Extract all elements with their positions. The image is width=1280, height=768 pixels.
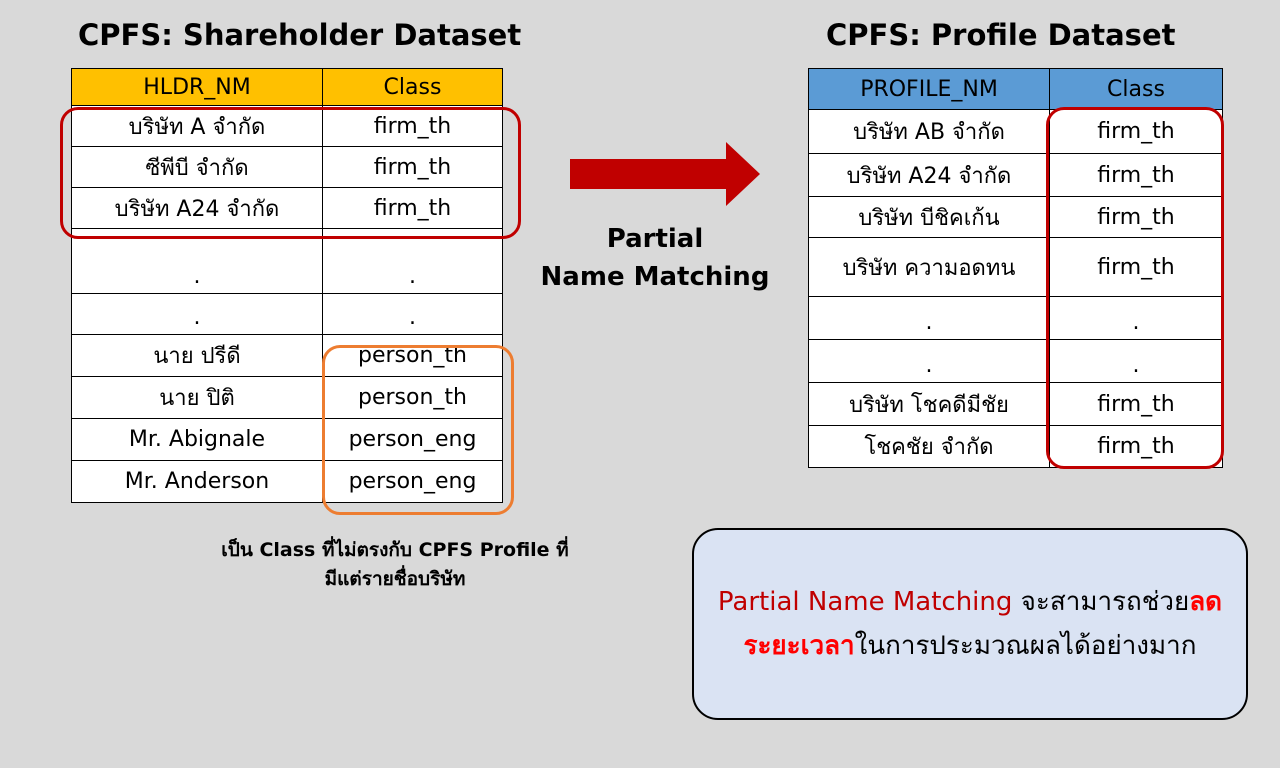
- table-row: บริษัท A จำกัด firm_th: [71, 105, 503, 147]
- table-row: บริษัท AB จำกัด firm_th: [808, 109, 1223, 154]
- column-header-class: Class: [322, 68, 503, 106]
- table-row: บริษัท โชคดีมีชัย firm_th: [808, 382, 1223, 426]
- table-row: . .: [808, 339, 1223, 383]
- ellipsis-cell: .: [322, 228, 503, 294]
- table-row: . .: [71, 293, 503, 335]
- name-cell: บริษัท A24 จำกัด: [808, 153, 1050, 197]
- table-row: บริษัท A24 จำกัด firm_th: [808, 153, 1223, 197]
- name-cell: บริษัท บีชิคเก้น: [808, 196, 1050, 238]
- summary-callout-text: Partial Name Matching จะสามารถช่วยลดระยะ…: [712, 580, 1228, 668]
- class-cell: person_eng: [322, 460, 503, 503]
- arrow-label: Partial Name Matching: [530, 220, 780, 296]
- table-row: นาย ปิติ person_th: [71, 376, 503, 419]
- name-cell: โชคชัย จำกัด: [808, 425, 1050, 468]
- table-row: . .: [71, 228, 503, 294]
- callout-text-part: ในการประมวณผลได้อย่างมาก: [854, 631, 1197, 661]
- table-row: โชคชัย จำกัด firm_th: [808, 425, 1223, 468]
- arrow-label-line2: Name Matching: [540, 262, 770, 292]
- left-table-title: CPFS: Shareholder Dataset: [78, 18, 522, 52]
- class-cell: firm_th: [1049, 196, 1223, 238]
- name-cell: บริษัท ความอดทน: [808, 237, 1050, 297]
- table-row: บริษัท บีชิคเก้น firm_th: [808, 196, 1223, 238]
- class-cell: firm_th: [1049, 425, 1223, 468]
- right-table-title: CPFS: Profile Dataset: [826, 18, 1176, 52]
- name-cell: นาย ปิติ: [71, 376, 323, 419]
- class-cell: firm_th: [1049, 109, 1223, 154]
- class-cell: person_th: [322, 376, 503, 419]
- name-cell: บริษัท โชคดีมีชัย: [808, 382, 1050, 426]
- table-row: บริษัท A24 จำกัด firm_th: [71, 187, 503, 229]
- table-row: . .: [808, 296, 1223, 340]
- class-cell: firm_th: [322, 187, 503, 229]
- mismatch-note-line2: มีแต่รายชื่อบริษัท: [324, 568, 466, 590]
- ellipsis-cell: .: [808, 339, 1050, 383]
- table-header-row: HLDR_NM Class: [71, 68, 503, 106]
- name-cell: บริษัท A24 จำกัด: [71, 187, 323, 229]
- ellipsis-cell: .: [1049, 296, 1223, 340]
- table-header-row: PROFILE_NM Class: [808, 68, 1223, 110]
- table-row: บริษัท ความอดทน firm_th: [808, 237, 1223, 297]
- name-cell: บริษัท AB จำกัด: [808, 109, 1050, 154]
- class-cell: person_th: [322, 334, 503, 377]
- column-header-class: Class: [1049, 68, 1223, 110]
- table-row: นาย ปรีดี person_th: [71, 334, 503, 377]
- callout-highlight-benefit: ลดระยะเวลา: [743, 587, 1223, 661]
- summary-callout: Partial Name Matching จะสามารถช่วยลดระยะ…: [692, 528, 1248, 720]
- name-cell: บริษัท A จำกัด: [71, 105, 323, 147]
- ellipsis-cell: .: [322, 293, 503, 335]
- column-header-hldr-nm: HLDR_NM: [71, 68, 323, 106]
- class-cell: person_eng: [322, 418, 503, 461]
- ellipsis-cell: .: [71, 293, 323, 335]
- name-cell: ซีพีบี จำกัด: [71, 146, 323, 188]
- class-cell: firm_th: [1049, 382, 1223, 426]
- class-cell: firm_th: [322, 146, 503, 188]
- name-cell: Mr. Anderson: [71, 460, 323, 503]
- ellipsis-cell: .: [808, 296, 1050, 340]
- mismatch-note: เป็น Class ที่ไม่ตรงกับ CPFS Profile ที่…: [150, 536, 640, 594]
- name-cell: Mr. Abignale: [71, 418, 323, 461]
- name-cell: นาย ปรีดี: [71, 334, 323, 377]
- class-cell: firm_th: [322, 105, 503, 147]
- table-row: Mr. Anderson person_eng: [71, 460, 503, 503]
- mismatch-note-line1: เป็น Class ที่ไม่ตรงกับ CPFS Profile ที่: [221, 539, 569, 561]
- ellipsis-cell: .: [71, 228, 323, 294]
- class-cell: firm_th: [1049, 153, 1223, 197]
- arrow-label-line1: Partial: [606, 224, 704, 254]
- table-row: Mr. Abignale person_eng: [71, 418, 503, 461]
- ellipsis-cell: .: [1049, 339, 1223, 383]
- callout-text-part: จะสามารถช่วย: [1012, 587, 1190, 617]
- profile-table: PROFILE_NM Class บริษัท AB จำกัด firm_th…: [808, 68, 1223, 468]
- column-header-profile-nm: PROFILE_NM: [808, 68, 1050, 110]
- arrow-right-icon: [570, 142, 760, 206]
- class-cell: firm_th: [1049, 237, 1223, 297]
- callout-highlight-method: Partial Name Matching: [717, 587, 1013, 617]
- table-row: ซีพีบี จำกัด firm_th: [71, 146, 503, 188]
- shareholder-table: HLDR_NM Class บริษัท A จำกัด firm_th ซีพ…: [71, 68, 503, 503]
